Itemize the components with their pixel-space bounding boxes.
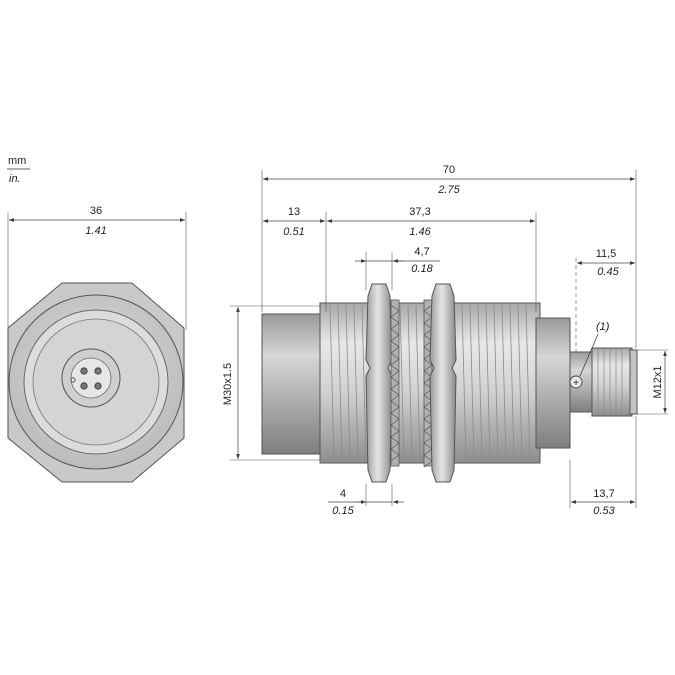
callout-label: (1) [596,321,610,333]
unit-mm: mm [8,155,26,167]
dim-nut-mm: 4,7 [414,246,429,258]
callout-leader [579,333,599,377]
dim-head-mm: 13 [288,206,300,218]
connector-pin [80,367,88,375]
sensing-head [261,313,327,455]
dim-rear-in: 0.53 [593,505,615,517]
washer-teeth [390,304,400,462]
thread-lines [329,304,531,462]
dim-nut-offset-in: 0.15 [332,505,354,517]
unit-in: in. [9,173,21,185]
washer-teeth-2 [423,304,433,468]
dim-head-in: 0.51 [283,226,304,238]
toothed-washer [390,299,400,467]
thread-label-connector: M12x1 [652,365,664,398]
connector-pin [94,367,102,375]
dim-overall-mm: 70 [443,164,455,176]
connector-pin [80,382,88,390]
connector-insert [70,357,112,399]
led-indicator [569,375,583,389]
dim-rear-mm: 13,7 [593,488,614,500]
dim-connector-in: 0.45 [597,266,619,278]
led-plus-sign: + [573,378,579,389]
dim-nut-in: 0.18 [411,263,433,275]
dim-nut-offset-mm: 4 [340,488,346,500]
dim-front-width-mm: 36 [90,205,102,217]
rear-collar [535,317,571,449]
side-view: + [261,283,638,483]
dim-connector-mm: 11,5 [596,248,617,260]
dim-overall-in: 2.75 [437,184,460,196]
lock-nut-2 [429,283,457,483]
connector-key [70,377,76,383]
dim-front-width-in: 1.41 [85,225,106,237]
lock-nut-1 [365,283,393,483]
dim-thread-in: 1.46 [409,226,431,238]
dim-thread-mm: 37,3 [409,206,430,218]
front-view [7,282,185,483]
connector-tip [629,349,638,415]
connector-pin [94,382,102,390]
thread-label-body: M30x1.5 [222,363,234,405]
connector-thread [591,347,633,417]
